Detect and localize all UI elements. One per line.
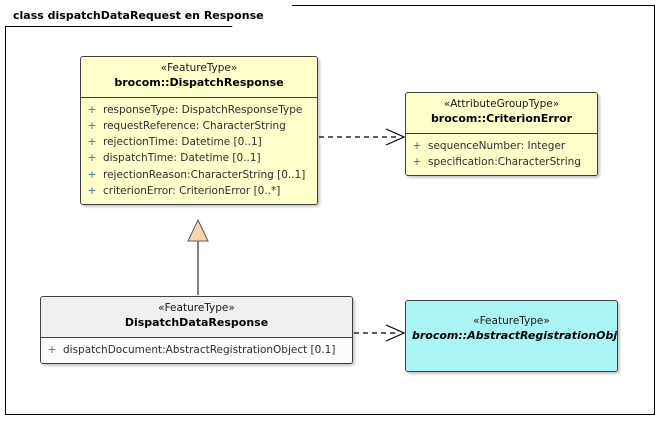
attribute-row: + sequenceNumber: Integer xyxy=(406,138,597,154)
class-name: DispatchDataResponse xyxy=(124,316,269,330)
attribute-row: + responseType: DispatchResponseType xyxy=(81,102,317,118)
attribute-text: responseType: DispatchResponseType xyxy=(103,103,303,116)
compartment-divider xyxy=(406,132,597,134)
class-header-dispatch-data-response: «FeatureType» DispatchDataResponse xyxy=(41,297,352,337)
compartment-divider xyxy=(81,96,317,98)
attribute-text: rejectionReason:CharacterString [0..1] xyxy=(103,168,306,181)
attribute-visibility: + xyxy=(412,139,422,152)
class-header-dispatch-response: «FeatureType» brocom::DispatchResponse xyxy=(81,57,317,97)
class-stereotype: «FeatureType» xyxy=(473,314,550,327)
attribute-compartment-dispatch-response: + responseType: DispatchResponseType + r… xyxy=(81,97,317,205)
attribute-row: + rejectionReason:CharacterString [0..1] xyxy=(81,167,317,183)
attribute-visibility: + xyxy=(87,103,97,116)
attribute-visibility: + xyxy=(87,168,97,181)
attribute-text: criterionError: CriterionError [0..*] xyxy=(103,184,281,197)
attribute-visibility: + xyxy=(87,152,97,165)
attribute-row: + dispatchTime: Datetime [0..1] xyxy=(81,150,317,166)
attribute-text: dispatchDocument:AbstractRegistrationObj… xyxy=(63,343,336,356)
class-box-dispatch-data-response[interactable]: «FeatureType» DispatchDataResponse + dis… xyxy=(40,296,353,364)
class-box-dispatch-response[interactable]: «FeatureType» brocom::DispatchResponse +… xyxy=(80,56,318,206)
attribute-visibility: + xyxy=(87,136,97,149)
class-box-abstract-registration-object[interactable]: «FeatureType» brocom::AbstractRegistrati… xyxy=(405,300,618,372)
attribute-text: rejectionTime: Datetime [0..1] xyxy=(103,136,262,149)
attribute-compartment-criterion-error: + sequenceNumber: Integer + specificatio… xyxy=(406,133,597,176)
class-stereotype: «AttributeGroupType» xyxy=(443,98,560,110)
attribute-visibility: + xyxy=(47,343,57,356)
attribute-row: + dispatchDocument:AbstractRegistrationO… xyxy=(41,342,352,358)
class-name: brocom::DispatchResponse xyxy=(114,76,284,90)
attribute-text: requestReference: CharacterString xyxy=(103,119,286,132)
class-stereotype: «FeatureType» xyxy=(158,302,235,314)
class-box-criterion-error[interactable]: «AttributeGroupType» brocom::CriterionEr… xyxy=(405,92,598,177)
attribute-row: + requestReference: CharacterString xyxy=(81,118,317,134)
attribute-row: + criterionError: CriterionError [0..*] xyxy=(81,183,317,199)
attribute-text: dispatchTime: Datetime [0..1] xyxy=(103,152,261,165)
attribute-text: specification:CharacterString xyxy=(428,155,581,168)
class-stereotype: «FeatureType» xyxy=(160,62,238,74)
class-header-abstract-registration-object: «FeatureType» brocom::AbstractRegistrati… xyxy=(406,301,617,371)
attribute-visibility: + xyxy=(412,155,422,168)
compartment-divider xyxy=(41,336,352,338)
attribute-visibility: + xyxy=(87,184,97,197)
class-header-criterion-error: «AttributeGroupType» brocom::CriterionEr… xyxy=(406,93,597,133)
diagram-title-text: class dispatchDataRequest en Response xyxy=(5,5,292,26)
attribute-row: + specification:CharacterString xyxy=(406,154,597,170)
attribute-compartment-dispatch-data-response: + dispatchDocument:AbstractRegistrationO… xyxy=(41,337,352,363)
class-name: brocom::AbstractRegistrationObject xyxy=(412,329,618,343)
class-name: brocom::CriterionError xyxy=(430,112,573,126)
attribute-row: + rejectionTime: Datetime [0..1] xyxy=(81,134,317,150)
attribute-visibility: + xyxy=(87,119,97,132)
attribute-text: sequenceNumber: Integer xyxy=(428,139,566,152)
